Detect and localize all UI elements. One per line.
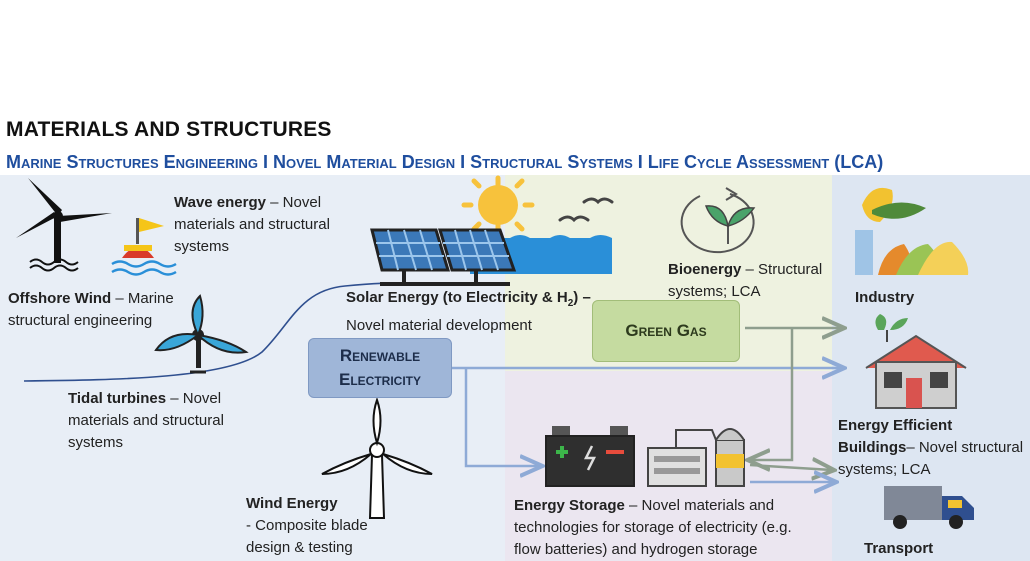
tidal-turbine-icon xyxy=(154,294,249,374)
green-gas-box: Green Gas xyxy=(592,300,740,362)
flow-arrows xyxy=(452,328,842,482)
buildings-label: Energy Efficient Buildings– Novel struct… xyxy=(838,417,1024,478)
wind-turbine-icon xyxy=(321,396,433,519)
transport-label: Transport xyxy=(864,540,934,557)
offshore-wind-label: Offshore Wind – Marine structural engine… xyxy=(8,290,174,329)
solar-energy-label: Solar Energy (to Electricity & H2) – Nov… xyxy=(346,289,591,334)
wind-turbine-icon xyxy=(16,178,112,272)
wind-energy-label: Wind Energy - Composite blade design & t… xyxy=(246,495,368,556)
industry-label: Industry xyxy=(855,289,915,306)
hydrogen-tank-icon xyxy=(647,428,745,487)
industry-icon xyxy=(855,187,969,275)
birds-icon xyxy=(558,197,614,223)
bioenergy-icon xyxy=(680,187,756,254)
renewable-electricity-label: Renewable Electricity xyxy=(338,346,421,389)
green-gas-label: Green Gas xyxy=(625,321,707,340)
wave-energy-label: Wave energy – Novel materials and struct… xyxy=(174,194,330,255)
battery-icon xyxy=(545,426,635,487)
energy-storage-label: Energy Storage – Novel materials and tec… xyxy=(514,497,792,558)
house-icon xyxy=(865,314,967,409)
coastline xyxy=(23,282,396,382)
bioenergy-label: Bioenergy – Structural systems; LCA xyxy=(668,261,823,300)
tidal-turbines-label: Tidal turbines – Novel materials and str… xyxy=(68,390,224,451)
renewable-electricity-box: Renewable Electricity xyxy=(308,338,452,398)
page-title: MATERIALS AND STRUCTURES xyxy=(6,118,332,141)
buoy-icon xyxy=(111,218,177,276)
truck-icon xyxy=(884,486,974,529)
solar-panel-icon xyxy=(370,228,517,286)
page-subtitle: Marine Structures Engineering I Novel Ma… xyxy=(6,152,884,172)
